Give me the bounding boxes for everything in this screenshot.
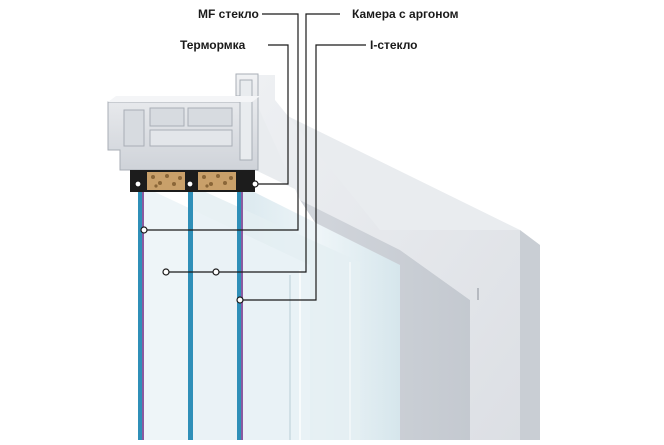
leader-thermo-frame [255,44,289,185]
profile-chamber-1 [123,109,145,147]
point-i-glass [236,296,244,304]
label-mf-glass: MF стекло [198,7,259,21]
profile-chamber-4 [149,129,233,147]
point-argon-2 [212,268,220,276]
profile-chamber-2 [149,107,185,127]
point-thermo-frame [251,180,259,188]
leader-points [134,180,259,304]
label-argon-chamber: Камера с аргоном [352,7,459,21]
leader-i-glass [240,44,366,301]
frame-reveal [300,200,470,440]
pane-3-edge-inner [241,188,243,440]
frame-side-face [520,230,540,440]
leader-argon-chamber [166,13,340,273]
label-thermo-frame: Термормка [180,38,246,52]
profile-chamber-3 [187,107,233,127]
glazing-area [140,185,400,440]
pane-3-edge [237,188,241,440]
leader-mf-glass [144,13,299,231]
pane-edges [138,188,243,440]
label-i-glass: I-стекло [370,38,418,52]
pane-1-edge-inner [142,188,144,440]
desiccant-granules [151,174,233,188]
pane-1-edge [138,188,142,440]
point-mf-glass [140,226,148,234]
pane-2-edge [188,188,193,440]
frame-front-face [255,75,520,440]
point-thermo-frame-2 [186,180,194,188]
profile-glazing-bead [239,79,253,161]
point-thermo-frame-3 [134,180,142,188]
glass-panel-front [140,185,310,440]
point-argon-1 [162,268,170,276]
thermo-spacer [130,170,255,192]
sash-profile [107,73,260,171]
profile-top-face [108,96,260,102]
leader-lines [144,13,366,301]
